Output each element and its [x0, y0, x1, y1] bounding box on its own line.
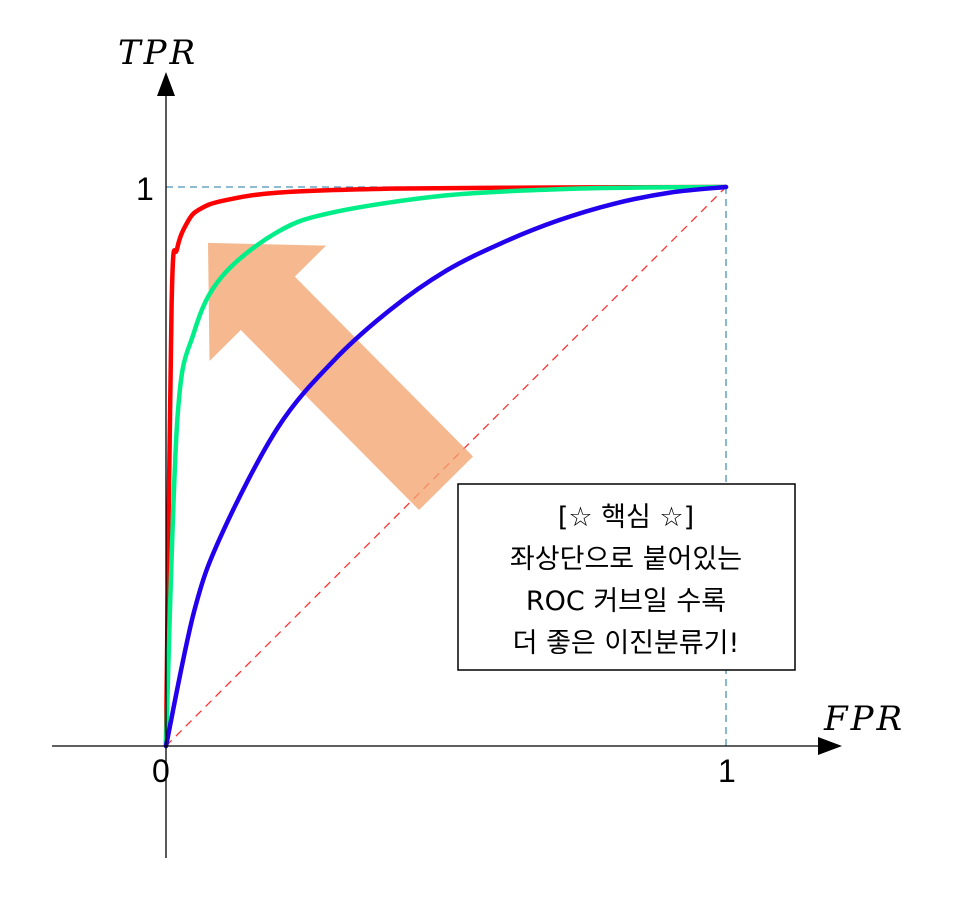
roc-curve-1	[163, 184, 729, 749]
x-tick-label-0: 0	[152, 753, 170, 789]
trend-arrow	[208, 242, 473, 510]
annotation-line-3: ROC 커브일 수록	[526, 586, 726, 617]
y-axis-arrowhead	[157, 72, 175, 96]
x-tick-label-1: 1	[718, 753, 736, 789]
x-axis-title: FPR	[823, 699, 905, 739]
x-axis-arrowhead	[818, 737, 842, 755]
y-tick-label-1: 1	[136, 171, 154, 207]
roc-curve-0	[163, 184, 729, 749]
annotation-line-4: 더 좋은 이진분류기!	[513, 628, 740, 659]
annotation-line-1: [☆ 핵심 ☆]	[558, 502, 694, 533]
annotation-frame	[457, 483, 796, 671]
annotation-box: [☆ 핵심 ☆] 좌상단으로 붙어있는 ROC 커브일 수록 더 좋은 이진분류…	[457, 483, 796, 671]
y-axis-title: TPR	[118, 33, 198, 73]
annotation-line-2: 좌상단으로 붙어있는	[510, 544, 742, 575]
roc-curve-2	[163, 184, 729, 749]
curve-layer	[163, 184, 729, 749]
arrow-layer	[208, 242, 473, 510]
